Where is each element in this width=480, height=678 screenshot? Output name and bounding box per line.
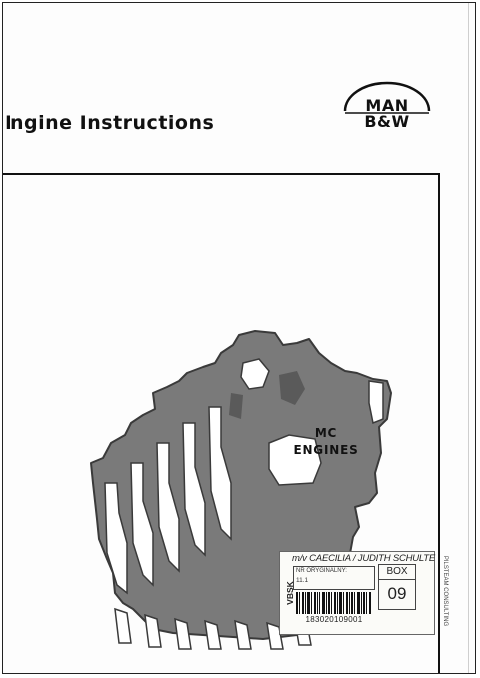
original-number-box: NR ORYGINALNY: 11.1 — [293, 566, 375, 590]
barcode-number: 183020109001 — [305, 615, 363, 624]
logo-text-bw: B&W — [364, 112, 410, 131]
title-glyph-cut: I — [5, 112, 10, 134]
box-label: BOX — [379, 565, 415, 580]
original-number-label: NR ORYGINALNY: — [296, 568, 347, 574]
man-bw-logo: MAN B&W — [339, 81, 435, 135]
original-number-value: 11.1 — [296, 577, 309, 584]
mc-label-line1: MC — [314, 426, 338, 440]
logo-text-man: MAN — [365, 96, 409, 115]
document-page: Ingine Instructions MAN B&W — [2, 2, 476, 674]
cover-frame — [3, 173, 440, 673]
barcode — [296, 592, 371, 614]
box-number: 09 — [387, 584, 407, 603]
vessel-name: m/v CAECILIA / JUDITH SCHULTE — [292, 553, 436, 564]
mc-engines-label: MC ENGINES — [276, 425, 376, 459]
box-panel: BOX 09 — [378, 564, 416, 610]
logo-arc — [343, 81, 431, 114]
vendor-name: PILSTEAM CONSULTING — [442, 555, 449, 627]
mc-label-line2: ENGINES — [293, 443, 359, 457]
archive-label-sticker: m/v CAECILIA / JUDITH SCHULTE VBSK NR OR… — [279, 551, 448, 635]
document-title: Ingine Instructions — [5, 112, 214, 134]
